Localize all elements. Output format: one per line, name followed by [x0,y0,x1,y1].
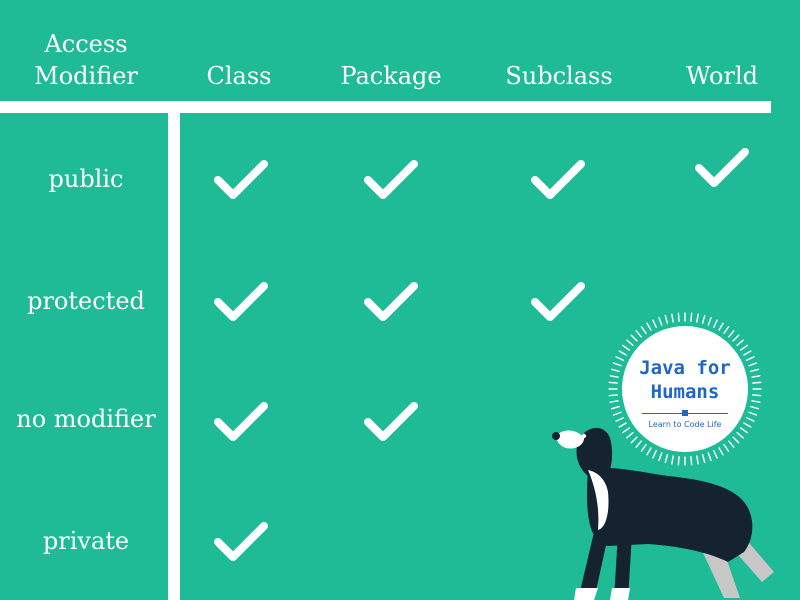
header-access-line2: Modifier [34,62,138,90]
badge-title-line2: Humans [650,381,720,403]
dog-illustration [552,427,774,600]
checkmark-icon [213,280,269,324]
badge-title-line1: Java for [639,357,731,379]
header-class: Class [206,62,272,90]
checkmark-icon [363,158,419,202]
checkmark-icon [213,400,269,444]
checkmark-icon [213,520,269,564]
badge-dot [682,410,688,416]
checkmark-icon [530,280,586,324]
header-access-modifier: Access Modifier [22,28,150,92]
badge-circle [622,326,748,452]
header-access-line1: Access [44,30,128,58]
row-label-protected: protected [27,287,145,315]
badge-title: Java for Humans [606,356,764,404]
java-for-humans-badge: Java for Humans Learn to Code Life [606,310,764,468]
header-package: Package [340,62,442,90]
checkmark-icon [530,158,586,202]
row-label-no-modifier: no modifier [16,405,156,433]
row-label-public: public [48,165,124,193]
column-divider [168,113,180,600]
badge-sunburst-icon [608,312,762,466]
checkmark-icon [363,280,419,324]
header-subclass: Subclass [505,62,613,90]
header-divider [0,101,771,113]
badge-subtitle: Learn to Code Life [648,420,722,429]
row-label-private: private [42,527,130,555]
checkmark-icon [213,158,269,202]
header-world: World [686,62,758,90]
checkmark-icon [694,146,750,190]
checkmark-icon [363,400,419,444]
